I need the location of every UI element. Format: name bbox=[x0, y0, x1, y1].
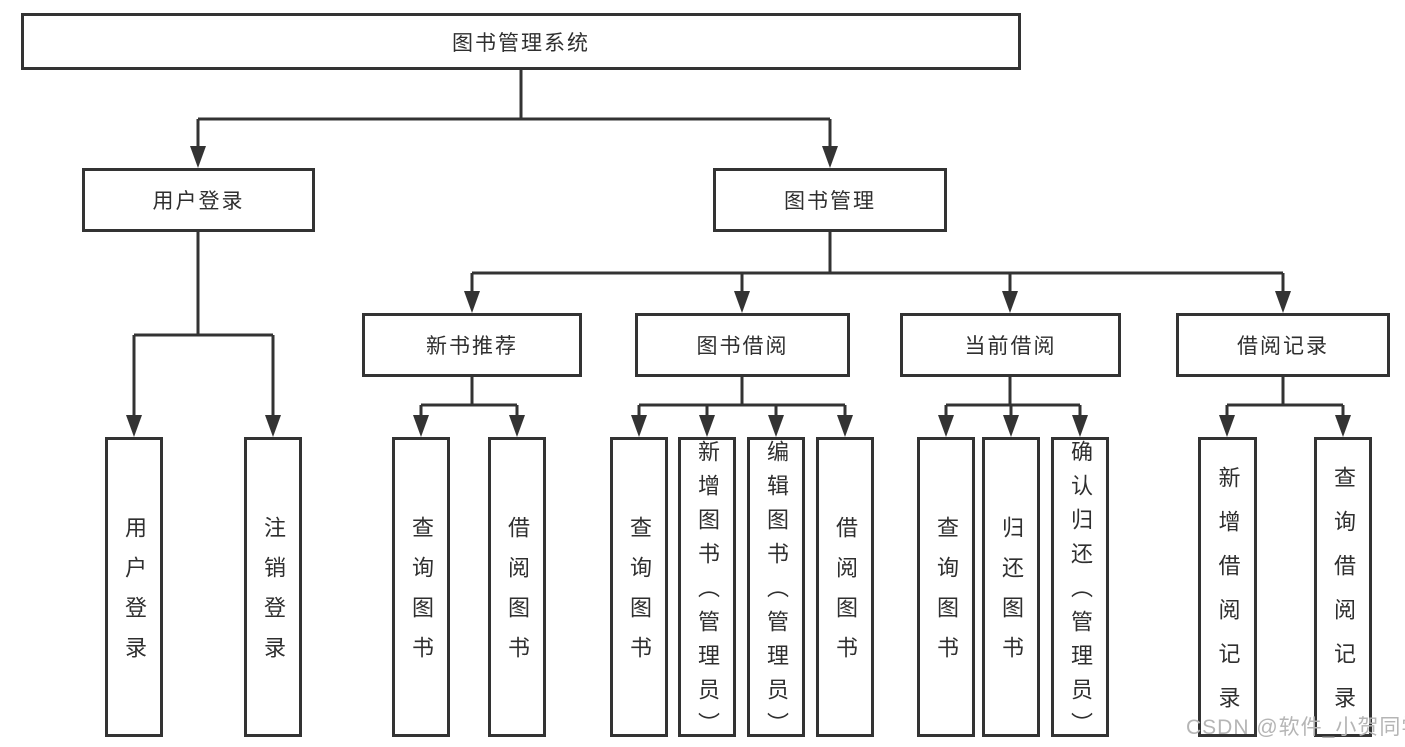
leaf-query-books-current: 查询图书 bbox=[917, 437, 975, 737]
node-label: 注销登录 bbox=[261, 516, 286, 676]
node-root: 图书管理系统 bbox=[21, 13, 1021, 70]
node-current-borrowing: 当前借阅 bbox=[900, 313, 1121, 377]
node-label: 新书推荐 bbox=[426, 335, 518, 358]
leaf-logout-login: 注销登录 bbox=[244, 437, 302, 737]
node-user-login: 用户登录 bbox=[82, 168, 315, 232]
node-book-borrowing: 图书借阅 bbox=[635, 313, 850, 377]
node-label: 编辑图书（管理员） bbox=[764, 440, 789, 746]
node-label: 归还图书 bbox=[999, 516, 1024, 676]
node-new-book-recommend: 新书推荐 bbox=[362, 313, 582, 377]
node-label: 借阅图书 bbox=[833, 516, 858, 676]
node-label: 图书管理系统 bbox=[452, 31, 590, 55]
leaf-return-books: 归还图书 bbox=[982, 437, 1040, 737]
leaf-edit-books-admin: 编辑图书（管理员） bbox=[747, 437, 805, 746]
leaf-confirm-return-admin: 确认归还（管理员） bbox=[1051, 437, 1109, 746]
leaf-user-login: 用户登录 bbox=[105, 437, 163, 737]
leaf-query-borrow-record: 查询借阅记录 bbox=[1314, 437, 1372, 737]
node-label: 借阅记录 bbox=[1237, 335, 1329, 358]
leaf-query-books-recommend: 查询图书 bbox=[392, 437, 450, 737]
node-book-management: 图书管理 bbox=[713, 168, 947, 232]
node-borrowing-records: 借阅记录 bbox=[1176, 313, 1390, 377]
node-label: 用户登录 bbox=[152, 190, 245, 213]
node-label: 新增借阅记录 bbox=[1215, 466, 1241, 730]
node-label: 查询图书 bbox=[627, 516, 652, 676]
node-label: 查询借阅记录 bbox=[1331, 466, 1356, 730]
node-label: 图书管理 bbox=[784, 190, 876, 213]
node-label: 查询图书 bbox=[409, 516, 434, 676]
leaf-add-borrow-record: 新增借阅记录 bbox=[1198, 437, 1257, 737]
node-label: 新增图书（管理员） bbox=[695, 440, 720, 746]
leaf-add-books-admin: 新增图书（管理员） bbox=[678, 437, 736, 746]
watermark: CSDN @软件_小贺同学 bbox=[1186, 716, 1405, 739]
node-label: 图书借阅 bbox=[696, 335, 789, 358]
leaf-borrow-books-recommend: 借阅图书 bbox=[488, 437, 546, 737]
node-label: 查询图书 bbox=[934, 516, 959, 676]
leaf-query-books-borrowing: 查询图书 bbox=[610, 437, 668, 737]
node-label: 确认归还（管理员） bbox=[1068, 440, 1093, 746]
node-label: 用户登录 bbox=[122, 516, 147, 676]
node-label: 借阅图书 bbox=[505, 516, 530, 676]
node-label: 当前借阅 bbox=[964, 335, 1057, 358]
arrowhead-group bbox=[126, 146, 1351, 437]
leaf-borrow-books: 借阅图书 bbox=[816, 437, 874, 737]
